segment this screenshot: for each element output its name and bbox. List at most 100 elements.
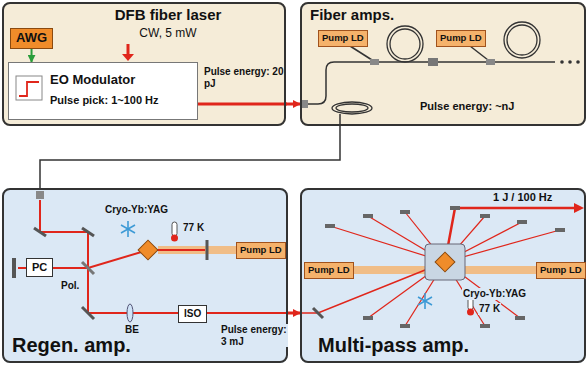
- multipass-amplifier-part-part: [363, 214, 373, 218]
- multipass-amplifier-part: [418, 293, 432, 309]
- panel-fill-part: [300, 2, 586, 126]
- pulse-icon: [16, 76, 42, 100]
- fiber-amplifier-chain-part: [504, 22, 540, 58]
- pump-diode: Pump LD: [318, 30, 368, 47]
- annotation-label: Cryo-Yb:YAG: [462, 288, 527, 300]
- regen-amplifier-part: [121, 221, 135, 237]
- node-title: AWG: [16, 31, 47, 46]
- annotation-label: BE: [124, 324, 140, 336]
- multipass-amplifier: [300, 203, 584, 328]
- fiber-amplifier-chain-part: [350, 46, 372, 60]
- multipass-amplifier-part-part: [325, 224, 335, 228]
- pockels-cell: PC: [26, 258, 53, 277]
- fiber-amplifier-chain-part: [370, 59, 379, 65]
- regen-amplifier-part: [171, 235, 178, 242]
- pump-diode: Pump LD: [304, 262, 354, 279]
- fiber-amplifier-chain-part: [507, 25, 537, 55]
- fiber-amplifier-chain-part: [428, 58, 438, 66]
- regen-amplifier-part: [82, 228, 94, 236]
- node-title: Pump LD: [308, 265, 350, 276]
- panel-fill-part: [300, 188, 586, 363]
- multipass-amplifier-part: [465, 266, 536, 274]
- multipass-amplifier-part: [425, 244, 465, 280]
- multipass-amplifier-part: [313, 308, 323, 318]
- multipass-amplifier-part-part: [400, 324, 410, 328]
- annotation-label: 1 J / 100 Hz: [492, 191, 553, 204]
- annotation-label: Pol.: [60, 280, 80, 292]
- node-title: DFB fiber laser: [115, 6, 222, 23]
- regen-amplifier-part: [12, 258, 16, 278]
- fiber-amplifier-chain-part: [336, 104, 368, 112]
- regen-amplifier-part: [36, 191, 44, 199]
- annotation-label: Cryo-Yb:YAG: [104, 204, 169, 216]
- fiber-amplifier-chain-part: [390, 29, 420, 59]
- regen-amplifier: [14, 191, 288, 322]
- node-title: Pump LD: [322, 33, 364, 44]
- multipass-amplifier-part: [300, 262, 445, 313]
- node-title: Regen. amp.: [12, 334, 131, 357]
- multipass-amplifier-part-part: [480, 324, 490, 328]
- fiber-amplifier-chain-part: [486, 59, 495, 65]
- seed-beam-part: [122, 54, 134, 61]
- annotation-label: Pulse energy: 3 mJ: [220, 324, 288, 347]
- fiber-amplifier-chain-part: [332, 102, 372, 114]
- panel-fill-part: [2, 2, 286, 126]
- node-title: Pump LD: [440, 33, 482, 44]
- multipass-amplifier-part-part: [450, 206, 460, 210]
- multipass-amplifier-part: [574, 203, 584, 213]
- multipass-amplifier-part: [435, 252, 455, 272]
- regen-amplifier-part: [34, 228, 46, 236]
- regen-amplifier-part: [82, 307, 94, 319]
- multipass-amplifier-part: [330, 212, 560, 326]
- beam-connector: [31, 49, 33, 62]
- annotation-label: 77 K: [478, 303, 501, 315]
- annotation-label: Pulse energy: ~nJ: [420, 100, 514, 113]
- node-title: ISO: [184, 308, 201, 320]
- seed-beam-part: [127, 44, 130, 55]
- pump-diode: Pump LD: [236, 242, 286, 259]
- regen-amplifier-part: [138, 240, 158, 260]
- multipass-amplifier-part: [350, 266, 425, 274]
- multipass-amplifier-part-part: [515, 316, 525, 320]
- fiber-amplifier-chain-part: [308, 62, 555, 104]
- annotation-label: 77 K: [182, 222, 205, 234]
- pulse-icon-part: [16, 76, 42, 100]
- multipass-amplifier-part-part: [363, 316, 373, 320]
- regen-amplifier-part: [82, 262, 94, 274]
- multipass-amplifier-part-part: [418, 297, 432, 305]
- annotation-label: Pulse energy: 20 pJ: [204, 66, 284, 89]
- fiber-amplifier-chain-part: [560, 60, 564, 64]
- pulse-icon-part: [19, 82, 39, 96]
- multipass-panel: Multi-pass amp. Pump LD Pump LD: [300, 188, 586, 363]
- beam-connector: [40, 126, 340, 188]
- fiber-amplifier-chain: [302, 22, 580, 126]
- fiber-amplifier-chain-part: [568, 60, 572, 64]
- pump-diode: Pump LD: [436, 30, 486, 47]
- fiber-amplifier-chain-part: [470, 46, 488, 60]
- modulator-box: EO ModulatorPulse pick: 1~100 Hz: [8, 62, 198, 120]
- node-subtitle: CW, 5 mW: [139, 27, 196, 41]
- fiber-amplifier-chain-part: [302, 100, 308, 108]
- panel-fill-part: [2, 188, 288, 363]
- isolator-box: ISO: [178, 305, 207, 323]
- panel-fill-part: [8, 62, 198, 120]
- node-subtitle: Pulse pick: 1~100 Hz: [50, 94, 159, 107]
- multipass-amplifier-part-part: [555, 228, 565, 232]
- node-title: EO Modulator: [50, 73, 135, 88]
- regen-amplifier-part-part: [121, 225, 135, 233]
- node-title: Multi-pass amp.: [318, 334, 469, 357]
- multipass-amplifier-part-part: [517, 220, 527, 224]
- seed-beam-part: [198, 103, 287, 106]
- node-title: Pump LD: [540, 265, 582, 276]
- pump-diode: Pump LD: [536, 262, 586, 279]
- regen-amplifier-part-part: [121, 225, 135, 233]
- multipass-amplifier-part-part: [400, 210, 410, 214]
- regen-amplifier-part: [172, 222, 177, 236]
- multipass-amplifier-part: [325, 206, 565, 328]
- node-title: PC: [32, 261, 47, 274]
- laser-panel: DFB fiber laserCW, 5 mWAWGEO ModulatorPu…: [2, 2, 286, 126]
- beam-connector: [288, 312, 300, 315]
- beam-connector: [286, 103, 300, 106]
- multipass-amplifier-part-part: [418, 297, 432, 305]
